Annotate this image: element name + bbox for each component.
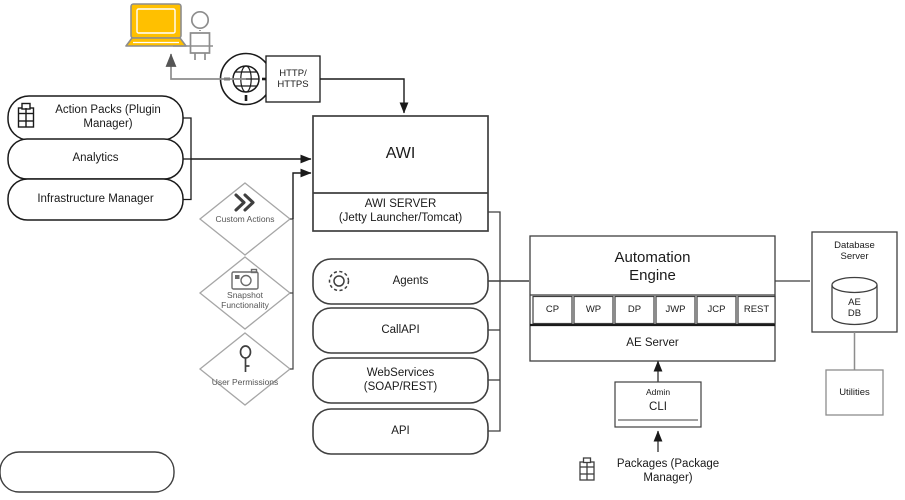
- ae-cell-jcp[interactable]: [696, 295, 737, 325]
- box-action-packs[interactable]: [7, 95, 184, 141]
- packages-box[interactable]: [0, 451, 175, 493]
- package-icon: [579, 457, 595, 481]
- box-api[interactable]: [312, 408, 489, 455]
- ae-process-cells: [532, 295, 776, 325]
- ae-cell-wp[interactable]: [573, 295, 614, 325]
- bus-diamonds: [290, 218, 294, 370]
- ae-cell-dp[interactable]: [614, 295, 655, 325]
- connector-globe-to-client: [165, 53, 246, 80]
- gear-icon: [328, 270, 350, 292]
- bus-right-components: [488, 281, 501, 432]
- diamond-snapshot-functionality[interactable]: [198, 256, 292, 330]
- package-icon: [17, 102, 35, 128]
- key-icon: [239, 345, 252, 372]
- laptop-icon: [125, 3, 187, 47]
- person-icon: [189, 10, 211, 60]
- database-cylinder-icon: [831, 276, 878, 326]
- box-agents[interactable]: [312, 258, 489, 305]
- awi-box[interactable]: [312, 115, 489, 232]
- ae-cell-jwp[interactable]: [655, 295, 696, 325]
- http-protocol-box: [265, 55, 321, 103]
- utilities-box[interactable]: [825, 369, 884, 416]
- camera-icon: [231, 268, 259, 290]
- diamond-custom-actions[interactable]: [198, 182, 292, 256]
- box-analytics[interactable]: [7, 138, 184, 180]
- box-infrastructure-manager[interactable]: [7, 178, 184, 221]
- double-chevron-icon: [234, 193, 255, 212]
- ae-cell-cp[interactable]: [532, 295, 573, 325]
- ae-cell-rest[interactable]: [737, 295, 776, 325]
- connector-http-to-awi: [320, 78, 409, 114]
- connector-diamonds-to-awi: [292, 168, 312, 219]
- diamond-user-permissions[interactable]: [198, 332, 292, 406]
- box-webservices[interactable]: [312, 357, 489, 404]
- bus-right-awiserver: [488, 211, 501, 281]
- box-callapi[interactable]: [312, 307, 489, 354]
